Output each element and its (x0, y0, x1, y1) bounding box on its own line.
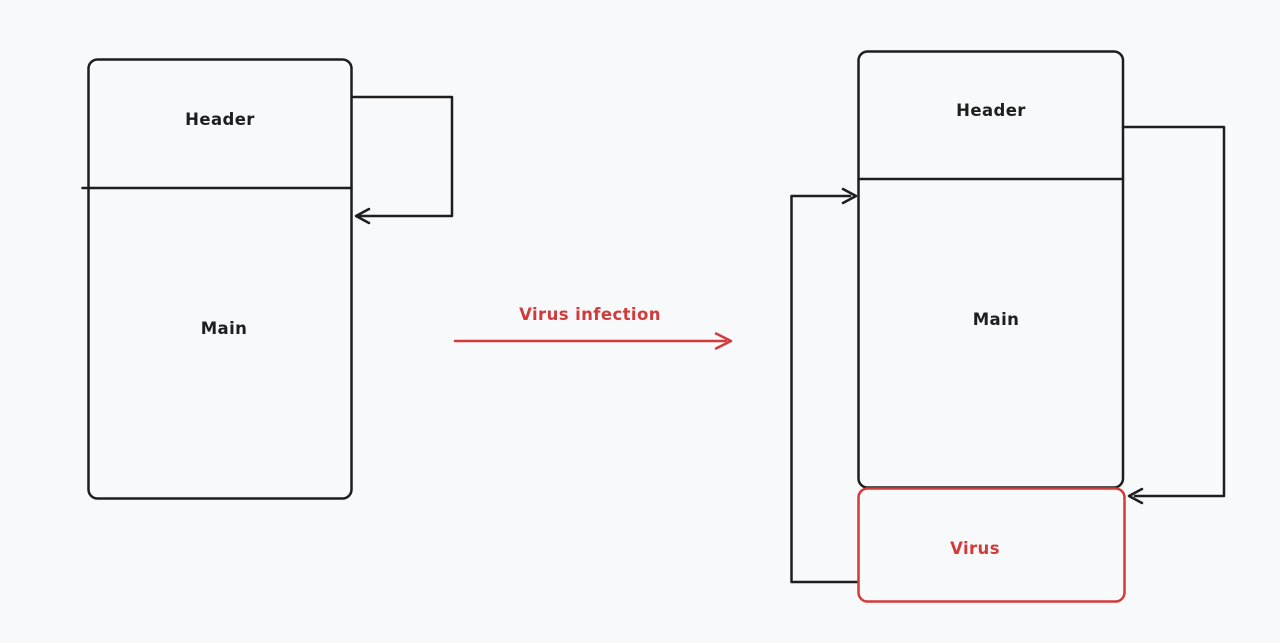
after-main-label: Main (973, 310, 1020, 329)
before-entry-jump-arrow (350, 95, 454, 218)
virus-infection-transition: Virus infection (453, 305, 733, 350)
virus-return-jump-arrow (790, 194, 860, 584)
after-file-box: Header Main Virus (790, 50, 1226, 603)
virus-section-outline (857, 487, 1126, 603)
after-header-label: Header (956, 101, 1026, 120)
virus-infection-arrowhead-icon (714, 332, 733, 350)
virus-section-label: Virus (950, 539, 1000, 558)
before-file-box: Header Main (81, 58, 454, 500)
before-file-outline (87, 58, 353, 500)
hijacked-entry-jump-arrow (1121, 125, 1226, 498)
virus-infection-label: Virus infection (519, 305, 661, 324)
hijacked-entry-arrowhead-icon (1127, 487, 1144, 505)
before-main-label: Main (201, 319, 248, 338)
before-entry-arrowhead-icon (354, 207, 371, 225)
virus-return-arrowhead-icon (841, 187, 858, 205)
before-header-label: Header (185, 110, 255, 129)
